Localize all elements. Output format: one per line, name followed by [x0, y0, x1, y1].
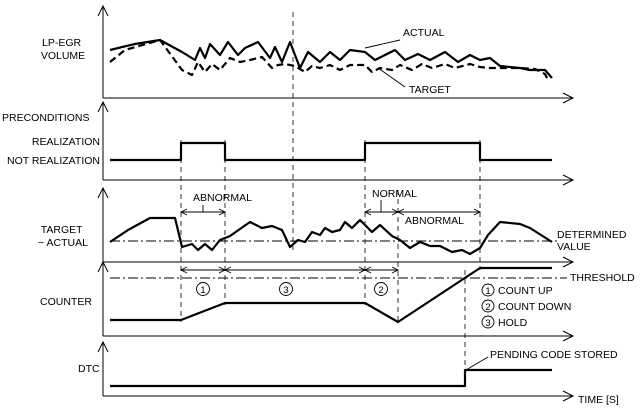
- abnormal-label-1: ABNORMAL: [193, 192, 252, 204]
- preconditions-label: PRECONDITIONS: [2, 112, 90, 124]
- phase-marker-2: 2: [374, 282, 388, 296]
- abnormal-interval-2: [396, 208, 482, 216]
- time-axis-label: TIME [S]: [578, 394, 619, 406]
- target-actual-label: TARGET − ACTUAL: [38, 224, 88, 249]
- realization-label: REALIZATION: [32, 136, 100, 148]
- svg-text:COUNT DOWN: COUNT DOWN: [498, 301, 571, 313]
- actual-leader: [364, 39, 401, 49]
- dtc-signal: [110, 368, 552, 388]
- lp-egr-volume-label: LP-EGR VOLUME: [41, 37, 85, 62]
- normal-label: NORMAL: [372, 188, 417, 200]
- counter-label: COUNTER: [40, 296, 92, 308]
- actual-curve: [109, 38, 553, 79]
- target-leader: [377, 67, 406, 88]
- lp-egr-panel: LP-EGR VOLUME ACTUAL TARGET: [41, 4, 575, 104]
- svg-text:2: 2: [485, 302, 490, 313]
- phase-marker-3: 3: [279, 282, 293, 296]
- threshold-label: THRESHOLD: [570, 272, 635, 284]
- abnormal-interval-1: [179, 205, 227, 216]
- legend-hold: 3 HOLD: [481, 315, 528, 329]
- counter-signal: [110, 266, 552, 324]
- preconditions-panel: PRECONDITIONS REALIZATION NOT REALIZATIO…: [2, 100, 575, 186]
- preconditions-x-axis: [103, 174, 575, 186]
- phase-marker-1: 1: [196, 282, 210, 296]
- svg-text:HOLD: HOLD: [498, 317, 528, 329]
- time-axis: [103, 390, 575, 402]
- target-actual-panel: TARGET − ACTUAL ABNORMAL NORMAL ABNORMAL…: [38, 186, 629, 268]
- counter-x-axis: [103, 330, 575, 342]
- legend-count-up: 1 COUNT UP: [481, 283, 553, 297]
- pending-code-leader: [465, 356, 489, 371]
- lp-egr-x-axis: [103, 92, 575, 104]
- preconditions-y-axis: [97, 100, 109, 180]
- not-realization-label: NOT REALIZATION: [7, 155, 100, 167]
- counter-y-axis: [97, 260, 109, 336]
- svg-text:1: 1: [200, 285, 205, 296]
- lp-egr-y-axis: [97, 4, 109, 98]
- actual-label: ACTUAL: [403, 27, 445, 39]
- preconditions-signal: [110, 141, 552, 162]
- target-curve: [109, 38, 549, 81]
- svg-text:3: 3: [283, 285, 288, 296]
- target-actual-y-axis: [97, 186, 109, 262]
- svg-text:COUNT UP: COUNT UP: [498, 285, 553, 297]
- svg-text:1: 1: [485, 286, 490, 297]
- phase-interval-1: [179, 266, 227, 274]
- dtc-y-axis: [97, 340, 109, 396]
- dtc-label: DTC: [78, 363, 100, 375]
- counter-legend: 1 COUNT UP 2 COUNT DOWN 3 HOLD: [481, 283, 571, 329]
- legend-count-down: 2 COUNT DOWN: [481, 299, 571, 313]
- counter-panel: COUNTER THRESHOLD 1 3 2: [40, 260, 635, 342]
- phase-interval-2: [363, 266, 400, 274]
- abnormal-label-2: ABNORMAL: [405, 215, 464, 227]
- dtc-panel: DTC PENDING CODE STORED TIME [S]: [78, 340, 619, 406]
- target-label: TARGET: [409, 84, 451, 96]
- target-actual-curve: [109, 216, 553, 256]
- svg-text:3: 3: [485, 318, 490, 329]
- pending-code-stored-label: PENDING CODE STORED: [490, 349, 618, 361]
- svg-text:2: 2: [378, 285, 383, 296]
- determined-value-label: DETERMINED VALUE: [557, 229, 629, 253]
- target-actual-x-axis: [103, 256, 575, 268]
- phase-interval-3: [223, 266, 367, 274]
- normal-interval: [363, 200, 400, 216]
